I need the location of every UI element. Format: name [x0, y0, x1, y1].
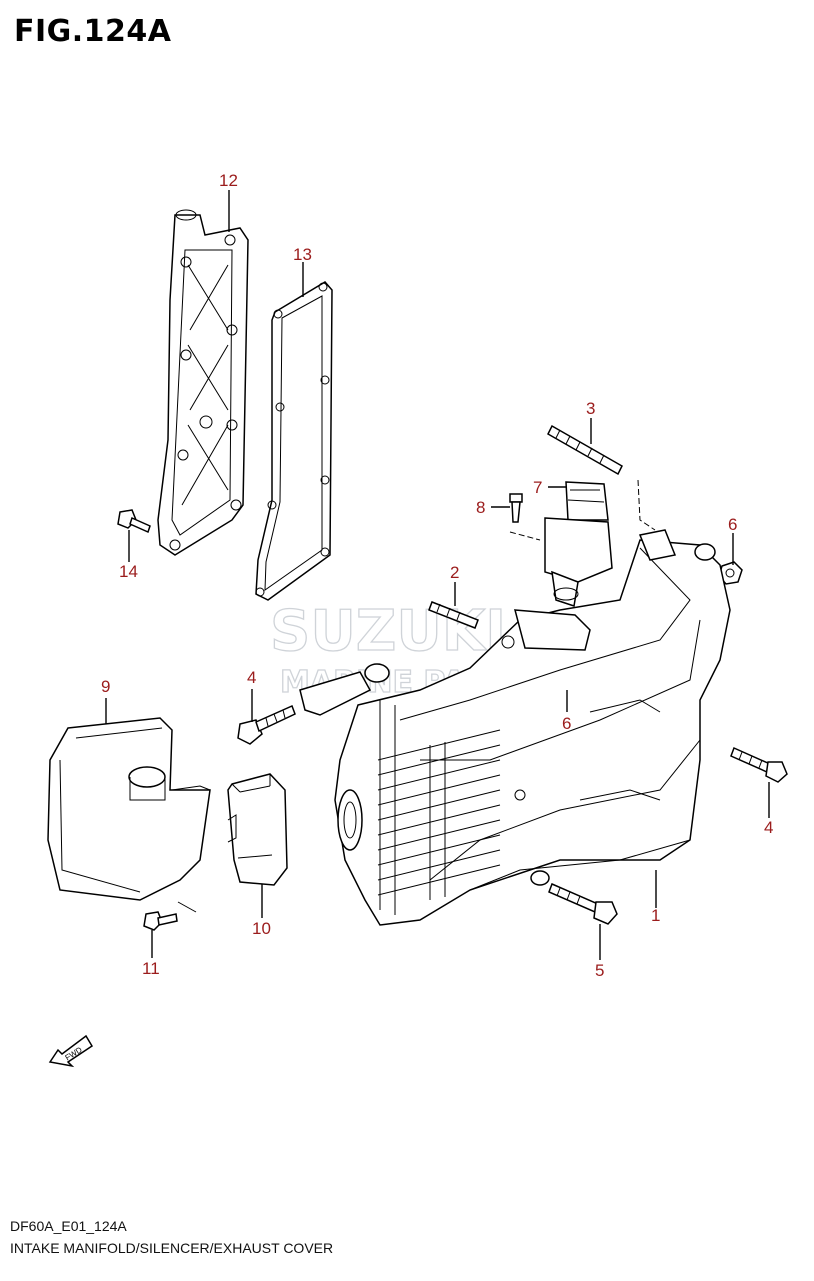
manifold-fins — [377, 729, 501, 900]
bolt-4-a — [237, 704, 296, 745]
bolt-5 — [548, 882, 618, 925]
stud-3 — [547, 424, 623, 476]
intake-manifold — [299, 529, 731, 926]
callout-12: 12 — [219, 171, 238, 190]
leader-lines — [105, 190, 770, 960]
gasket — [255, 281, 333, 601]
callout-14: 14 — [119, 562, 138, 581]
exhaust-cover-plate — [157, 209, 249, 556]
diagram-code: DF60A_E01_124A — [10, 1218, 127, 1234]
bolt-4-b — [730, 746, 788, 783]
callouts: 12 13 3 7 8 6 14 2 9 4 6 4 1 10 11 5 — [101, 171, 773, 980]
callout-6-a: 6 — [728, 515, 737, 534]
callout-11: 11 — [142, 959, 160, 978]
callout-5: 5 — [595, 961, 604, 980]
seal-10 — [227, 773, 288, 886]
idle-air-valve — [544, 481, 613, 607]
screw-11 — [143, 901, 197, 931]
callout-4-a: 4 — [247, 668, 256, 687]
callout-10: 10 — [252, 919, 271, 938]
callout-9: 9 — [101, 677, 110, 696]
callout-8: 8 — [476, 498, 485, 517]
figure-title: FIG.124A — [14, 14, 172, 49]
diagram-title: INTAKE MANIFOLD/SILENCER/EXHAUST COVER — [10, 1240, 334, 1256]
callout-6-b: 6 — [562, 714, 571, 733]
callout-2: 2 — [450, 563, 459, 582]
silencer — [47, 717, 211, 901]
stud-2 — [428, 601, 479, 629]
callout-7: 7 — [533, 478, 542, 497]
callout-4-b: 4 — [764, 818, 773, 837]
forward-arrow-icon: FWD — [48, 1034, 94, 1068]
bolt-14 — [117, 509, 151, 534]
watermark-line1: SUZUKI — [270, 599, 506, 664]
screw-8 — [509, 493, 523, 523]
callout-3: 3 — [586, 399, 595, 418]
callout-1: 1 — [651, 906, 660, 925]
callout-13: 13 — [293, 245, 312, 264]
